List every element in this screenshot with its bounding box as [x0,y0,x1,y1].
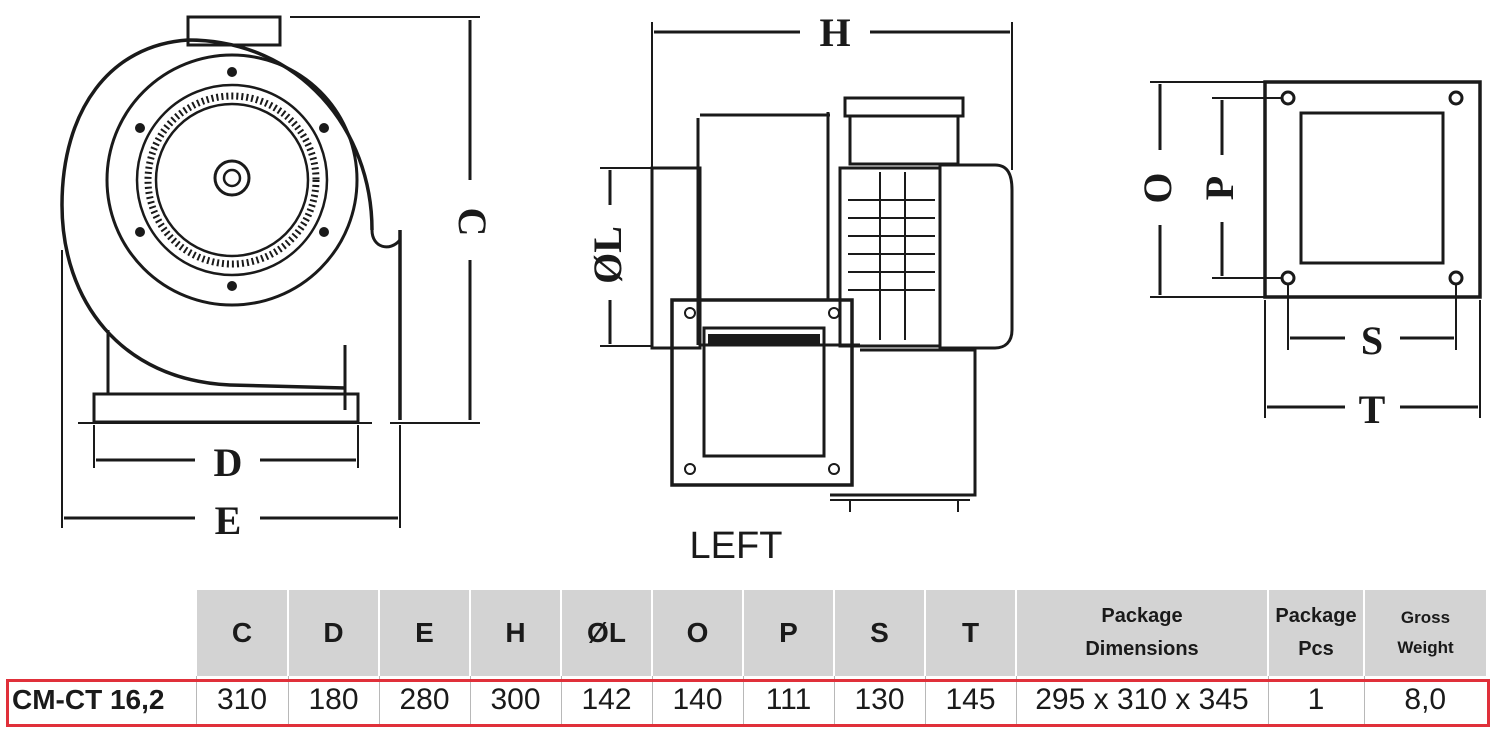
dimension-l: ØL [585,167,652,347]
header-s: S [833,590,925,676]
header-p: P [742,590,834,676]
top-outlet-tab [186,15,282,47]
flange-square [1263,80,1482,299]
label-c: C [450,208,495,237]
header-package-dimensions-line1: Package [1101,605,1183,627]
flange-holes [684,307,840,475]
label-d: D [214,440,243,485]
side-view: H ØL [585,10,1014,567]
label-h: H [819,10,850,55]
motor-base [830,348,977,497]
header-package-pcs: Package Pcs [1267,590,1364,676]
motor-body [838,166,942,348]
table-row: CM-CT 16,2 310 180 280 300 142 140 111 1… [4,676,1486,724]
motor-terminal-box [848,114,960,166]
header-gross-weight-line1: Gross [1400,608,1451,627]
dimension-c: C [290,16,495,424]
header-gross-weight-line2: Weight [1397,638,1454,657]
model-name: CM-CT 16,2 [12,684,165,715]
value-package-pcs: 1 [1267,676,1364,724]
value-s: 130 [833,676,925,724]
front-view: C D E [60,15,495,543]
dimension-t: T [1264,300,1481,432]
dimension-d: D [93,425,359,485]
header-l: ØL [560,590,652,676]
impeller-inner [154,102,310,258]
flange-opening [1299,111,1445,265]
header-h: H [469,590,561,676]
value-d: 180 [287,676,379,724]
value-package-dimensions: 295 x 310 x 345 [1015,676,1268,724]
value-t: 145 [924,676,1016,724]
outlet-opening [702,326,826,458]
label-o: O [1135,172,1180,203]
header-package-dimensions-line2: Dimensions [1085,638,1199,660]
technical-drawing: C D E H [60,10,1482,567]
header-gross-weight: Gross Weight [1363,590,1486,676]
housing-side [696,112,860,347]
header-t: T [924,590,1016,676]
motor-fins [848,172,935,340]
value-h: 300 [469,676,561,724]
header-o: O [651,590,743,676]
header-package-dimensions: Package Dimensions [1015,590,1268,676]
mounting-base [92,392,360,424]
header-package-pcs-line1: Package [1275,605,1357,627]
hub-outer [213,159,251,197]
label-e: E [215,498,242,543]
inlet-ring-outer [105,53,359,307]
value-p: 111 [742,676,834,724]
label-s: S [1361,318,1383,363]
outlet-flange [670,298,854,487]
dimension-p: P [1197,97,1282,279]
header-c: C [195,590,288,676]
spec-table: C D E H ØL O P S T Package Dimensions Pa… [4,590,1486,724]
outlet-louver [708,334,820,346]
view-caption-left: LEFT [690,525,783,567]
hub-inner [222,168,242,188]
value-o: 140 [651,676,743,724]
dimension-o: O [1135,81,1265,298]
dimension-h: H [651,10,1013,170]
support-legs [106,330,347,410]
dimension-e: E [61,250,401,543]
outlet-view: O P S T [1135,80,1482,432]
motor-terminal-box-top [843,96,965,118]
fan-housing-outline [60,38,402,420]
flange-view-holes [1280,90,1464,286]
value-gross-weight: 8,0 [1363,676,1486,724]
bolt-holes [135,67,329,291]
header-package-pcs-line2: Pcs [1298,638,1334,660]
table-header-row: C D E H ØL O P S T Package Dimensions Pa… [4,590,1486,676]
header-blank [4,590,196,676]
header-d: D [287,590,379,676]
label-t: T [1359,387,1386,432]
header-e: E [378,590,470,676]
dimension-s: S [1287,285,1457,363]
inlet-collar [650,166,702,350]
motor-end-cap [938,163,1014,350]
impeller-blades [144,92,320,268]
label-p: P [1197,176,1242,200]
housing-outlet-curve [370,229,402,249]
value-e: 280 [378,676,470,724]
value-c: 310 [195,676,288,724]
value-l: 142 [560,676,652,724]
impeller-outer [135,83,329,277]
label-l: ØL [585,226,630,284]
